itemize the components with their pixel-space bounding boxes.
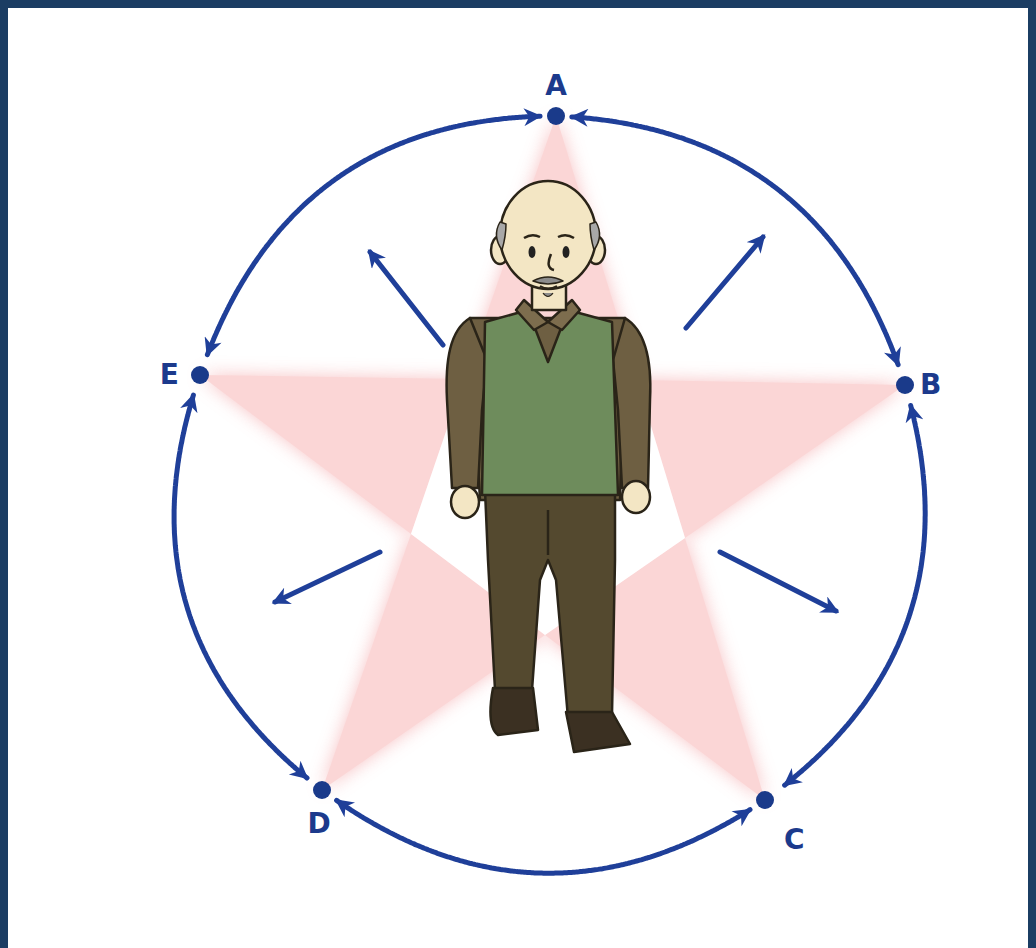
point-dot bbox=[191, 366, 209, 384]
point-dot bbox=[896, 376, 914, 394]
point-label: E bbox=[160, 360, 179, 390]
curved-double-arrow bbox=[785, 406, 926, 786]
point-dot bbox=[547, 107, 565, 125]
point-label: C bbox=[784, 825, 805, 855]
point-label: B bbox=[920, 370, 941, 400]
curved-double-arrow bbox=[174, 395, 307, 778]
old-man-figure bbox=[447, 181, 651, 752]
point-dot bbox=[313, 781, 331, 799]
curved-double-arrow bbox=[207, 116, 540, 355]
point-label: D bbox=[307, 809, 330, 839]
point-node: D bbox=[313, 781, 331, 839]
point-node: C bbox=[756, 791, 805, 855]
point-node: A bbox=[545, 71, 567, 125]
point-dot bbox=[756, 791, 774, 809]
point-label: A bbox=[545, 71, 567, 101]
star-glow bbox=[200, 116, 905, 800]
point-node: E bbox=[160, 360, 209, 390]
curved-double-arrow bbox=[337, 800, 750, 873]
point-node: B bbox=[896, 370, 941, 400]
curved-double-arrow bbox=[572, 117, 898, 365]
star-points bbox=[200, 116, 905, 800]
